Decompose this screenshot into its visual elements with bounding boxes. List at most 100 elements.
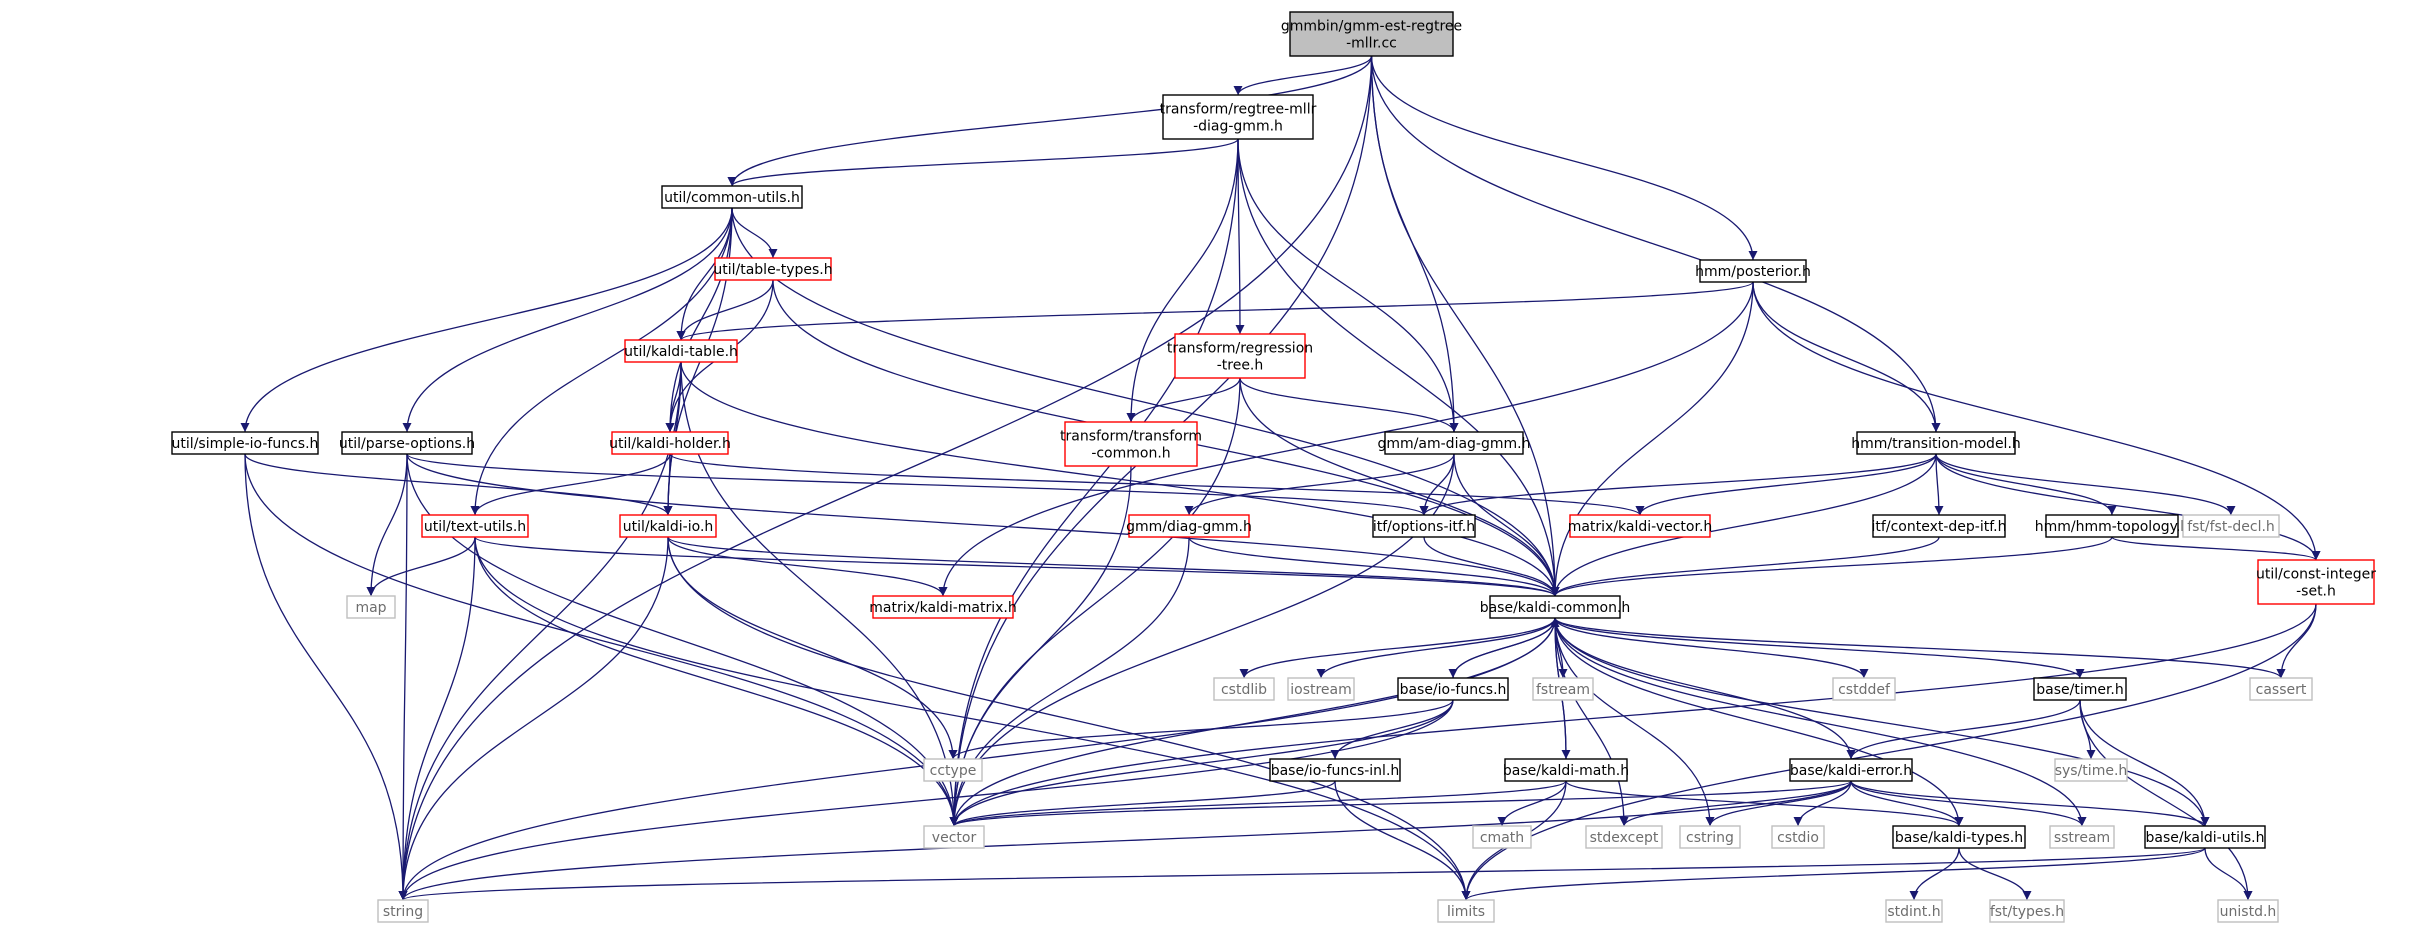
node-const-integer[interactable]: util/const-integer-set.h	[2256, 559, 2376, 605]
node-box	[341, 431, 473, 455]
edge-io-funcs-to-string	[398, 699, 1454, 901]
node-label: sstream	[2054, 830, 2110, 846]
node-label: transform/regtree-mllr	[1160, 102, 1317, 118]
edge-common-utils-to-table-types	[731, 207, 778, 259]
edge-kaldi-error-to-cstdio	[1793, 780, 1852, 827]
node-label: vector	[932, 830, 977, 846]
edge-kaldi-math-to-vector	[949, 780, 1567, 827]
node-kaldi-common[interactable]: base/kaldi-common.h	[1480, 595, 1631, 619]
edge-context-dep-to-kaldi-common	[1550, 536, 1940, 597]
node-label: util/const-integer	[2256, 567, 2376, 583]
node-kaldi-types[interactable]: base/kaldi-types.h	[1892, 825, 2026, 849]
edge-kaldi-types-to-stdint	[1909, 847, 1960, 901]
node-parse-options[interactable]: util/parse-options.h	[339, 431, 475, 455]
node-label: -mllr.cc	[1346, 36, 1397, 52]
edge-kaldi-io-to-kaldi-matrix	[667, 536, 948, 597]
node-context-dep[interactable]: itf/context-dep-itf.h	[1872, 514, 2007, 538]
node-label: -common.h	[1091, 446, 1170, 462]
node-stdexcept: stdexcept	[1585, 825, 1663, 849]
node-box	[2257, 559, 2375, 605]
edge-text-utils-to-map	[366, 536, 476, 597]
node-simple-io[interactable]: util/simple-io-funcs.h	[171, 431, 319, 455]
node-box	[2049, 825, 2115, 849]
node-kaldi-holder[interactable]: util/kaldi-holder.h	[609, 431, 731, 455]
node-cassert: cassert	[2249, 677, 2313, 701]
node-kaldi-utils[interactable]: base/kaldi-utils.h	[2144, 825, 2266, 849]
edge-root-to-transition-model	[1370, 55, 1941, 433]
node-box	[1384, 431, 1524, 455]
node-common-utils[interactable]: util/common-utils.h	[661, 185, 803, 209]
node-box	[1892, 825, 2026, 849]
edge-kaldi-common-to-cstdlib	[1239, 617, 1556, 679]
node-io-funcs[interactable]: base/io-funcs.h	[1397, 677, 1509, 701]
node-stdint: stdint.h	[1885, 899, 1943, 923]
edge-kaldi-utils-to-unistd	[2204, 847, 2253, 901]
node-label: base/io-funcs-inl.h	[1271, 763, 1400, 779]
node-kaldi-matrix[interactable]: matrix/kaldi-matrix.h	[869, 595, 1017, 619]
node-diag-gmm[interactable]: gmm/diag-gmm.h	[1126, 514, 1252, 538]
node-label: util/simple-io-funcs.h	[172, 436, 319, 452]
edge-root-to-regtree-mllr	[1233, 55, 1373, 96]
node-box	[1437, 899, 1495, 923]
node-transform-common[interactable]: transform/transform-common.h	[1060, 421, 1202, 467]
edge-kaldi-error-to-kaldi-types	[1850, 780, 1964, 827]
edge-kaldi-table-to-string	[398, 361, 682, 901]
node-kaldi-math[interactable]: base/kaldi-math.h	[1503, 758, 1629, 782]
edge-io-funcs-inl-to-limits	[1334, 780, 1471, 901]
edge-kaldi-error-to-string	[398, 780, 1852, 901]
edge-transition-model-to-const-integer	[1935, 453, 2321, 561]
edge-am-diag-gmm-to-kaldi-common	[1453, 453, 1560, 597]
node-io-funcs-inl[interactable]: base/io-funcs-inl.h	[1269, 758, 1401, 782]
node-box	[714, 257, 832, 281]
node-box	[1789, 758, 1913, 782]
node-hmm-topology[interactable]: hmm/hmm-topology.h	[2035, 514, 2190, 538]
node-root[interactable]: gmmbin/gmm-est-regtree-mllr.cc	[1281, 11, 1462, 57]
node-label: cctype	[930, 763, 977, 779]
node-regression-tree[interactable]: transform/regression-tree.h	[1167, 333, 1313, 379]
edge-kaldi-types-to-fst-types	[1958, 847, 2032, 901]
node-box	[2054, 758, 2128, 782]
edge-regtree-mllr-to-regression-tree	[1235, 138, 1245, 335]
node-label: cassert	[2256, 682, 2307, 698]
node-box	[1569, 514, 1711, 538]
edge-io-funcs-to-kaldi-common	[1452, 617, 1560, 679]
node-box	[1872, 514, 2006, 538]
node-text-utils[interactable]: util/text-utils.h	[421, 514, 529, 538]
node-timer[interactable]: base/timer.h	[2033, 677, 2127, 701]
edge-kaldi-io-to-kaldi-common	[667, 536, 1560, 597]
node-posterior[interactable]: hmm/posterior.h	[1695, 259, 1811, 283]
edge-kaldi-error-to-kaldi-utils	[1850, 780, 2210, 827]
node-label: util/kaldi-table.h	[624, 344, 738, 360]
node-label: base/kaldi-types.h	[1895, 830, 2023, 846]
node-box	[421, 514, 529, 538]
node-box	[1289, 11, 1454, 57]
node-transition-model[interactable]: hmm/transition-model.h	[1851, 431, 2021, 455]
node-label: sys/time.h	[2055, 763, 2128, 779]
edge-kaldi-io-to-cctype	[667, 536, 958, 760]
node-kaldi-vector[interactable]: matrix/kaldi-vector.h	[1568, 514, 1713, 538]
node-am-diag-gmm[interactable]: gmm/am-diag-gmm.h	[1378, 431, 1531, 455]
node-label: map	[355, 600, 386, 616]
edge-common-utils-to-simple-io	[240, 207, 733, 433]
node-regtree-mllr[interactable]: transform/regtree-mllr-diag-gmm.h	[1160, 94, 1317, 140]
edge-kaldi-error-to-vector	[949, 780, 1852, 827]
edge-kaldi-common-to-timer	[1554, 617, 2085, 679]
node-label: transform/transform	[1060, 429, 1202, 445]
node-box	[346, 595, 396, 619]
edge-transition-model-to-kaldi-common	[1550, 453, 1937, 597]
node-kaldi-table[interactable]: util/kaldi-table.h	[624, 339, 738, 363]
node-label: iostream	[1290, 682, 1352, 698]
edge-simple-io-to-string	[244, 453, 408, 901]
edge-simple-io-to-kaldi-io	[244, 453, 673, 516]
edge-root-to-kaldi-common	[1370, 55, 1560, 597]
edge-kaldi-common-to-cassert	[1554, 617, 2286, 679]
node-label: hmm/transition-model.h	[1851, 436, 2021, 452]
node-kaldi-io[interactable]: util/kaldi-io.h	[619, 514, 717, 538]
node-kaldi-error[interactable]: base/kaldi-error.h	[1789, 758, 1913, 782]
node-label: util/parse-options.h	[339, 436, 475, 452]
node-table-types[interactable]: util/table-types.h	[713, 257, 833, 281]
node-options-itf[interactable]: itf/options-itf.h	[1372, 514, 1476, 538]
edge-kaldi-math-to-kaldi-types	[1565, 780, 1964, 827]
node-box	[2182, 514, 2280, 538]
edge-regtree-mllr-to-transform-common	[1126, 138, 1239, 423]
